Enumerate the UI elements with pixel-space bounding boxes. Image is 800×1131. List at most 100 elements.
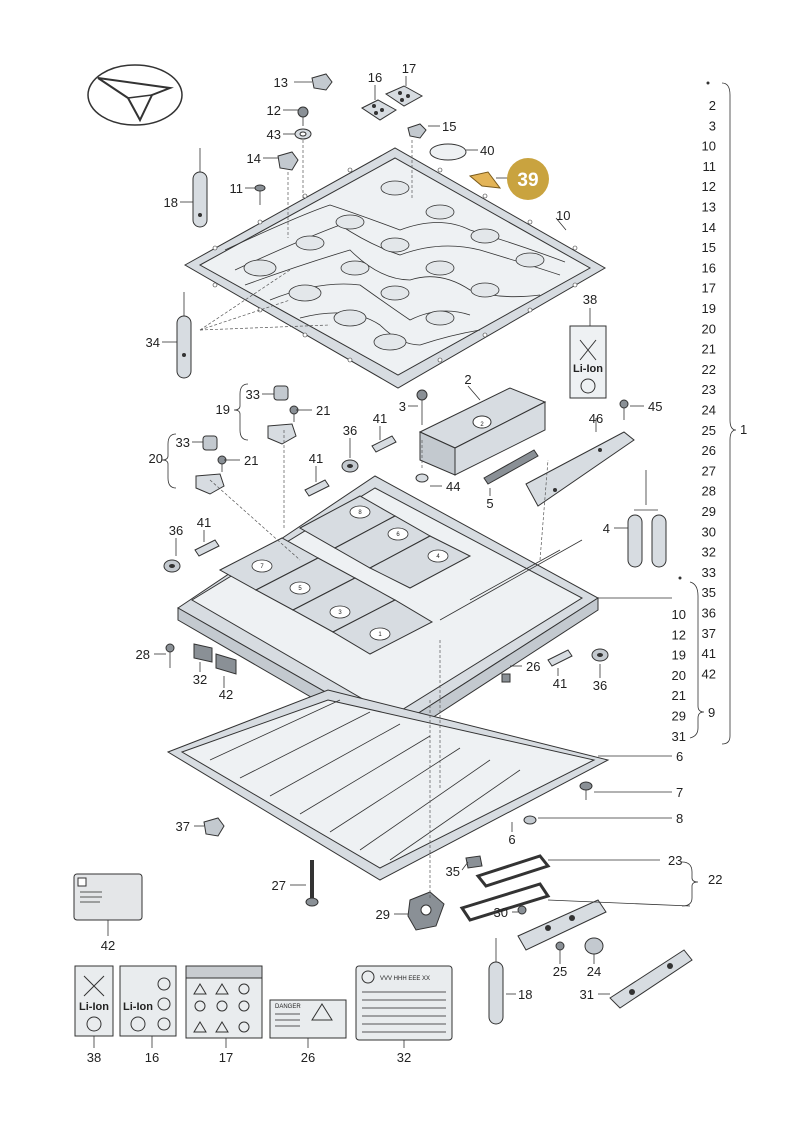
callout-24[interactable]: 24 (587, 964, 601, 979)
callout-21-a[interactable]: 21 (316, 403, 330, 418)
highlight-badge-39[interactable]: 39 (507, 158, 549, 200)
callout-15[interactable]: 15 (442, 119, 456, 134)
callout-36-c[interactable]: 36 (593, 678, 607, 693)
label-17-warning (185, 965, 263, 1039)
part-37-nut (203, 817, 225, 837)
callout-14[interactable]: 14 (247, 151, 261, 166)
callout-41-d[interactable]: 41 (553, 676, 567, 691)
list1-item-3: 3 (709, 118, 716, 133)
highlight-number: 39 (517, 170, 538, 191)
callout-28[interactable]: 28 (136, 647, 150, 662)
part-41-bracket-b (304, 479, 330, 497)
part-46-plate (525, 431, 635, 507)
callout-29[interactable]: 29 (376, 907, 390, 922)
callout-13[interactable]: 13 (274, 75, 288, 90)
callout-12[interactable]: 12 (267, 103, 281, 118)
callout-4[interactable]: 4 (603, 521, 610, 536)
label-16-liion: Li-Ion (119, 965, 177, 1037)
part-41-bracket-a (371, 435, 397, 453)
callout-16-top[interactable]: 16 (368, 70, 382, 85)
callout-5[interactable]: 5 (486, 496, 493, 511)
label-26-danger: DANGER (269, 999, 347, 1039)
list1-item-12: 12 (702, 179, 716, 194)
danger-text: DANGER (275, 1004, 301, 1010)
cell-number-4: 4 (436, 554, 440, 560)
group-19-brace (233, 383, 249, 441)
callout-35[interactable]: 35 (446, 864, 460, 879)
callout-45[interactable]: 45 (648, 399, 662, 414)
part-21-screw-b (217, 455, 227, 472)
part-24-cap (584, 937, 604, 955)
callout-2[interactable]: 2 (464, 372, 471, 387)
list1-item-33: 33 (702, 565, 716, 580)
list1-item-10: 10 (702, 139, 716, 154)
callout-10[interactable]: 10 (556, 208, 570, 223)
callout-3[interactable]: 3 (399, 399, 406, 414)
callout-26-mid[interactable]: 26 (526, 659, 540, 674)
cell-number-8: 8 (358, 510, 362, 516)
callout-21-b[interactable]: 21 (244, 453, 258, 468)
callout-30[interactable]: 30 (494, 905, 508, 920)
callout-41-c[interactable]: 41 (197, 515, 211, 530)
list1-item-37: 37 (702, 626, 716, 641)
callout-16-bottom[interactable]: 16 (145, 1050, 159, 1065)
callout-33-b[interactable]: 33 (176, 435, 190, 450)
part-33-nut-a (273, 385, 289, 401)
callout-11[interactable]: 11 (230, 181, 244, 196)
callout-18-bottom[interactable]: 18 (518, 987, 532, 1002)
dashed-lines (199, 140, 549, 900)
liion-text: Li-Ion (573, 363, 603, 375)
callout-44[interactable]: 44 (446, 479, 460, 494)
callout-17-top[interactable]: 17 (402, 61, 416, 76)
callout-26-bottom[interactable]: 26 (301, 1050, 315, 1065)
callout-27[interactable]: 27 (272, 878, 286, 893)
callout-7[interactable]: 7 (676, 785, 683, 800)
part-14-nut (277, 151, 299, 171)
callout-18-top[interactable]: 18 (164, 195, 178, 210)
callout-42-mid[interactable]: 42 (219, 687, 233, 702)
brand-code: VVV HHH EEE XX (380, 976, 430, 982)
part-20-connector (195, 473, 225, 495)
list1-item-13: 13 (702, 200, 716, 215)
callout-41-a[interactable]: 41 (373, 411, 387, 426)
callout-36-b[interactable]: 36 (169, 523, 183, 538)
callout-34[interactable]: 34 (146, 335, 160, 350)
bottom-plate (166, 689, 610, 881)
callout-6-b[interactable]: 6 (508, 832, 515, 847)
list1-item-20: 20 (702, 321, 716, 336)
callout-6-a[interactable]: 6 (676, 749, 683, 764)
callout-19[interactable]: 19 (216, 402, 230, 417)
callout-22[interactable]: 22 (708, 872, 722, 887)
list1-item-24: 24 (702, 403, 716, 418)
callout-40[interactable]: 40 (480, 143, 494, 158)
part-39-pad-highlighted (468, 171, 502, 189)
part-38-liion-label: Li-Ion (569, 325, 607, 399)
list1-item-15: 15 (702, 240, 716, 255)
callout-31[interactable]: 31 (580, 987, 594, 1002)
callout-41-b[interactable]: 41 (309, 451, 323, 466)
callout-32-mid[interactable]: 32 (193, 672, 207, 687)
part-25-screw (555, 941, 565, 960)
callout-25[interactable]: 25 (553, 964, 567, 979)
battery-tray: 8 6 4 7 5 3 1 (177, 475, 599, 745)
callout-23[interactable]: 23 (668, 853, 682, 868)
callout-36-a[interactable]: 36 (343, 423, 357, 438)
callout-17-bottom[interactable]: 17 (219, 1050, 233, 1065)
label-32-typeplate: VVV HHH EEE XX (355, 965, 453, 1041)
top-cover (183, 147, 607, 389)
callout-38-top[interactable]: 38 (583, 292, 597, 307)
part-26-clip (501, 673, 511, 683)
callout-38-bottom[interactable]: 38 (87, 1050, 101, 1065)
list1-item-28: 28 (702, 484, 716, 499)
callout-46[interactable]: 46 (589, 411, 603, 426)
leader-lines (93, 76, 691, 1048)
callout-42-bottom[interactable]: 42 (101, 938, 115, 953)
list1-item-29: 29 (702, 504, 716, 519)
callout-33-a[interactable]: 33 (246, 387, 260, 402)
callout-32-bottom[interactable]: 32 (397, 1050, 411, 1065)
callout-20[interactable]: 20 (149, 451, 163, 466)
callout-43[interactable]: 43 (267, 127, 281, 142)
callout-8[interactable]: 8 (676, 811, 683, 826)
part-18-sensor (192, 148, 208, 228)
callout-37[interactable]: 37 (176, 819, 190, 834)
